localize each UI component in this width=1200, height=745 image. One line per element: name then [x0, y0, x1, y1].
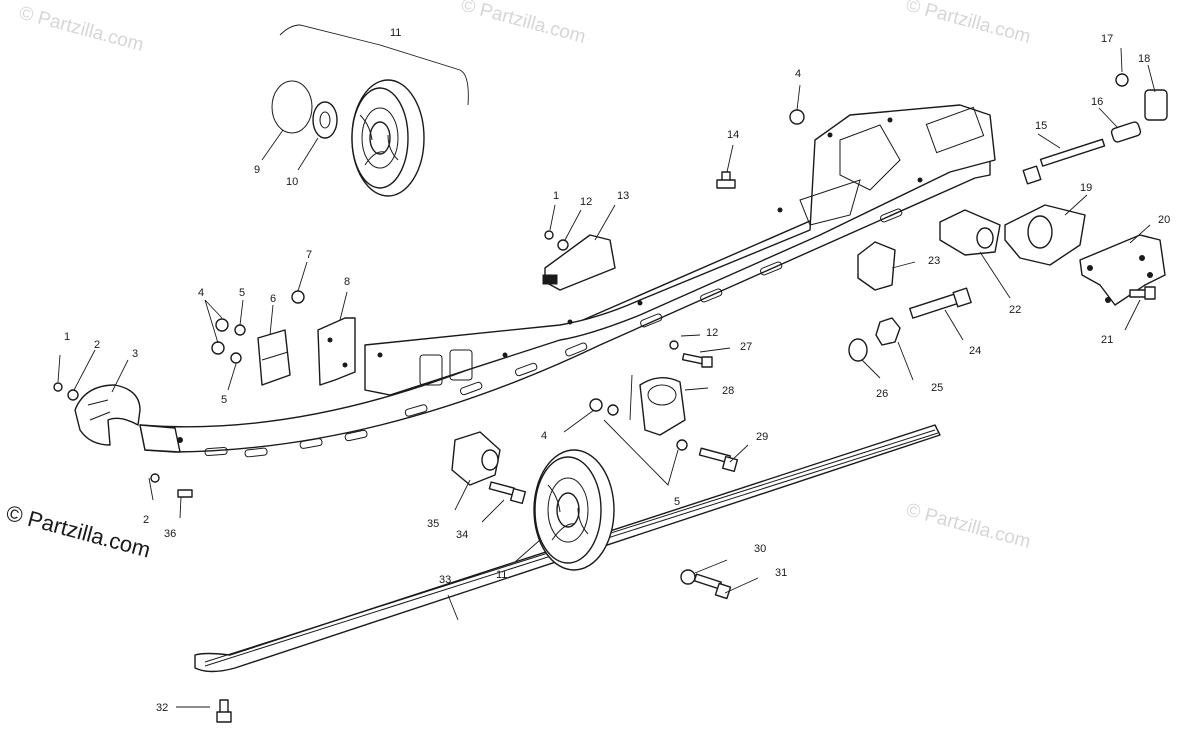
callout-32: 32 — [156, 702, 168, 714]
watermark: © Partzilla.com — [904, 500, 1033, 553]
callout-1: 1 — [553, 190, 559, 202]
callout-33: 33 — [439, 574, 451, 586]
rail-slots — [204, 208, 903, 458]
callout-9: 9 — [254, 164, 260, 176]
callout-12: 12 — [706, 327, 718, 339]
callout-11: 11 — [496, 569, 507, 581]
callout-22: 22 — [1009, 304, 1021, 316]
plate-cutout — [799, 179, 861, 226]
bolts — [177, 138, 1156, 723]
rail-holes — [145, 117, 923, 443]
bolt-34 — [488, 481, 516, 496]
callout-36: 36 — [164, 528, 176, 540]
group-bracket — [279, 24, 469, 106]
callout-10: 10 — [286, 176, 298, 188]
callout-18: 18 — [1138, 53, 1150, 65]
rail-assembly — [139, 104, 996, 458]
callout-6: 6 — [270, 293, 276, 305]
callout-5: 5 — [221, 394, 227, 406]
wheel-upper — [351, 79, 425, 197]
plate-window — [925, 106, 985, 154]
shock-clamp — [639, 377, 686, 436]
callout-24: 24 — [969, 345, 981, 357]
wheel-lower — [533, 449, 615, 571]
bolt-31 — [693, 573, 722, 590]
watermark: © Partzilla.com — [459, 0, 588, 48]
callout-4: 4 — [541, 430, 547, 442]
callout-30: 30 — [754, 543, 766, 555]
retaining-ring — [271, 80, 313, 134]
callout-35: 35 — [427, 518, 439, 530]
callout-31: 31 — [775, 567, 787, 579]
callout-5: 5 — [674, 496, 680, 508]
callout-28: 28 — [722, 385, 734, 397]
rail-tip-cap — [74, 384, 141, 446]
callout-23: 23 — [928, 255, 940, 267]
bolt-36 — [177, 489, 193, 498]
callout-21: 21 — [1101, 334, 1113, 346]
callout-5: 5 — [239, 287, 245, 299]
callout-13: 13 — [617, 190, 629, 202]
block — [257, 329, 291, 386]
plate-cutout — [449, 349, 473, 381]
callout-27: 27 — [740, 341, 752, 353]
callout-2: 2 — [94, 339, 100, 351]
callout-12: 12 — [580, 196, 592, 208]
callout-29: 29 — [756, 431, 768, 443]
callout-17: 17 — [1101, 33, 1113, 45]
callout-20: 20 — [1158, 214, 1170, 226]
callout-34: 34 — [456, 529, 468, 541]
watermark: © Partzilla.com — [904, 0, 1033, 48]
rear-plate — [1079, 234, 1166, 306]
callouts: 1 2 3 4 5 5 6 7 8 9 10 11 11 1 12 13 12 … — [64, 27, 1170, 714]
leader-lines — [57, 47, 1156, 708]
callout-19: 19 — [1080, 182, 1092, 194]
callout-26: 26 — [876, 388, 888, 400]
watermark: © Partzilla.com — [17, 3, 146, 56]
long-bolt-15 — [1039, 138, 1106, 167]
callout-2: 2 — [143, 514, 149, 526]
callout-11: 11 — [390, 27, 401, 39]
stop-block — [857, 241, 896, 291]
callout-25: 25 — [931, 382, 943, 394]
callout-3: 3 — [132, 348, 138, 360]
rail-nose — [139, 424, 181, 453]
callout-16: 16 — [1091, 96, 1103, 108]
callout-4: 4 — [198, 287, 204, 299]
callout-14: 14 — [727, 129, 739, 141]
fasteners — [53, 73, 1168, 585]
callout-8: 8 — [344, 276, 350, 288]
mount-plate — [317, 317, 356, 386]
rail-upper-plate — [364, 104, 996, 396]
callout-7: 7 — [306, 249, 312, 261]
wheel-spacer — [312, 101, 338, 139]
idler-bracket — [451, 431, 501, 486]
callout-15: 15 — [1035, 120, 1047, 132]
callout-4: 4 — [795, 68, 801, 80]
callout-1: 1 — [64, 331, 70, 343]
plate-cutout — [419, 354, 443, 386]
plate-cutout — [839, 124, 901, 191]
bolt-head — [1022, 165, 1042, 185]
